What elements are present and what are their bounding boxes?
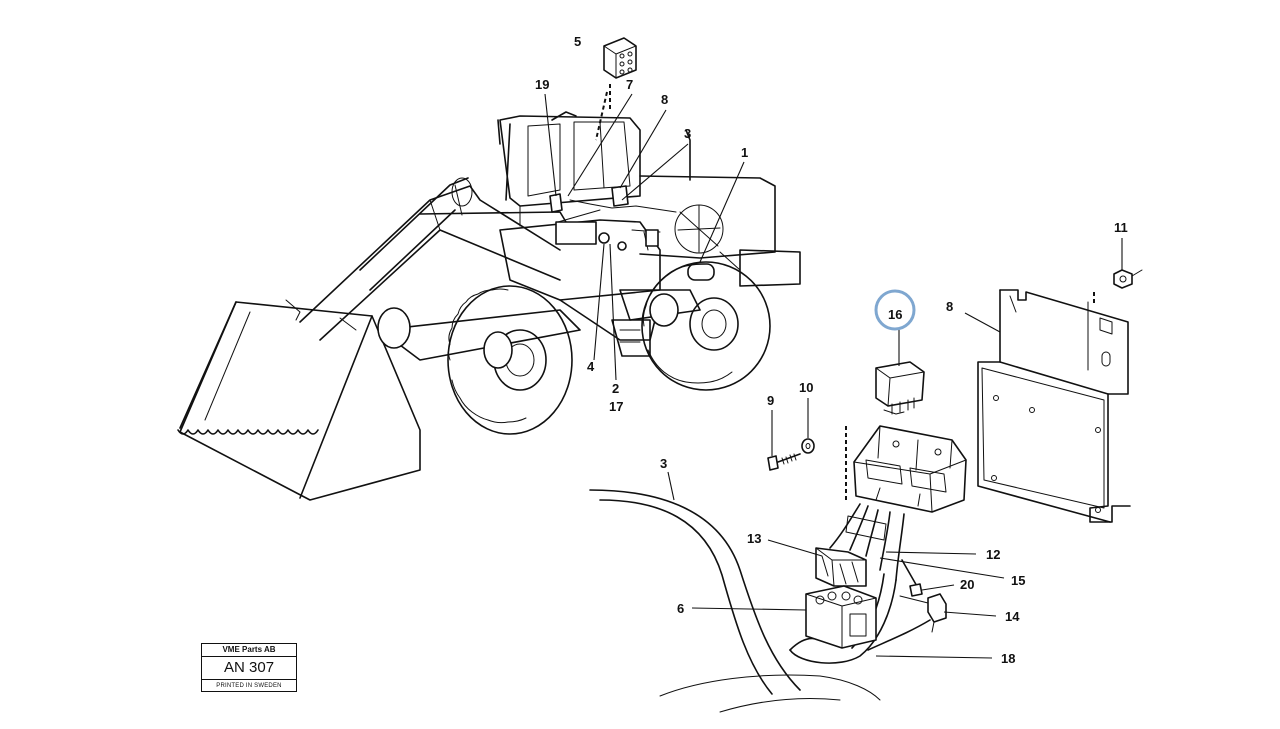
callout-5: 5 [574, 34, 581, 49]
callout-19: 19 [535, 77, 549, 92]
callout-16[interactable]: 16 [888, 307, 902, 322]
callout-15: 15 [1011, 573, 1025, 588]
front-wheel [377, 285, 581, 435]
rear-wheel [619, 261, 771, 391]
connector-part-20 [909, 583, 923, 597]
stamp-company: VME Parts AB [202, 644, 296, 657]
exploded-relay-assembly [589, 269, 1143, 713]
callout-3: 3 [684, 126, 691, 141]
callout-4: 4 [587, 359, 595, 374]
bucket [177, 299, 421, 501]
highlight-ring[interactable] [874, 289, 916, 331]
callout-14: 14 [1005, 609, 1020, 624]
callout-12: 12 [986, 547, 1000, 562]
callout-17: 17 [609, 399, 623, 414]
relay-part-16 [875, 361, 925, 415]
callout-9: 9 [767, 393, 774, 408]
connector-part-13 [815, 547, 867, 587]
connector-part-14 [927, 593, 947, 633]
connector-part-6 [805, 585, 877, 649]
callout-20: 20 [960, 577, 974, 592]
lift-arms [299, 177, 573, 341]
callout-1: 1 [741, 145, 748, 160]
parts-stamp: VME Parts AB AN 307 PRINTED IN SWEDEN [201, 643, 297, 692]
relay-socket-housing [853, 425, 967, 513]
cable-part-3 [589, 489, 881, 713]
bracket-part-8 [977, 289, 1131, 523]
callout-8: 8 [661, 92, 668, 107]
cab [497, 111, 641, 227]
engine-housing [639, 129, 801, 287]
frame [499, 209, 715, 357]
callout-6: 6 [677, 601, 684, 616]
callout-7: 7 [626, 77, 633, 92]
nut-part-11 [1093, 269, 1143, 306]
wheel-loader [177, 37, 801, 501]
stamp-code: AN 307 [202, 657, 296, 680]
callout-11: 11 [1114, 220, 1128, 235]
callout-10: 10 [799, 380, 813, 395]
leader-lines [544, 93, 1123, 659]
stamp-printed: PRINTED IN SWEDEN [216, 683, 282, 689]
callout-8-bracket: 8 [946, 299, 953, 314]
washer-part-10 [801, 426, 847, 500]
callout-labels: 5 19 7 8 3 1 4 2 17 8 11 10 9 3 13 6 12 … [535, 34, 1128, 666]
screw-part-9 [767, 453, 801, 471]
callout-2: 2 [612, 381, 619, 396]
callout-18: 18 [1001, 651, 1015, 666]
callout-3-cable: 3 [660, 456, 667, 471]
connector-part-5 [595, 37, 637, 141]
callout-13: 13 [747, 531, 761, 546]
